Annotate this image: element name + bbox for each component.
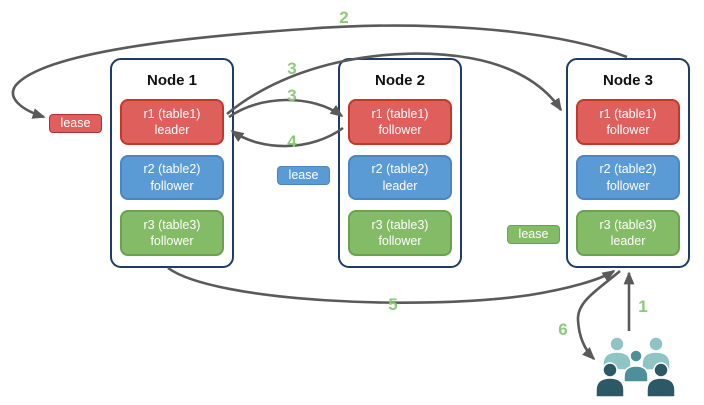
range-role: follower xyxy=(150,178,194,193)
range-role: leader xyxy=(382,178,418,193)
range-r2-table2: r2 (table2) follower xyxy=(576,154,680,201)
lease-badge-table1: lease xyxy=(49,114,102,133)
node-1-box: Node 1 r1 (table1) leader r2 (table2) fo… xyxy=(110,58,234,268)
step-label-1: 1 xyxy=(638,297,648,316)
step-label-3a: 3 xyxy=(287,59,297,78)
step-label-5: 5 xyxy=(388,295,398,314)
step-label-3b: 3 xyxy=(287,86,297,105)
range-r2-table2: r2 (table2) leader xyxy=(348,154,452,201)
range-r1-table1: r1 (table1) follower xyxy=(576,99,680,145)
range-name: r2 (table2) xyxy=(143,162,201,177)
range-r3-table3: r3 (table3) follower xyxy=(348,210,452,257)
node-3-box: Node 3 r1 (table1) follower r2 (table2) … xyxy=(566,58,690,268)
node-title: Node 1 xyxy=(146,72,197,89)
step-label-4: 4 xyxy=(287,132,297,151)
range-name: r2 (table2) xyxy=(371,162,429,177)
lease-badge-table3: lease xyxy=(507,225,560,244)
range-role: leader xyxy=(610,234,646,249)
arrow-step-6-node3-to-users xyxy=(576,270,621,361)
step-label-6: 6 xyxy=(558,320,568,339)
node-2-box: Node 2 r1 (table1) follower r2 (table2) … xyxy=(338,58,462,268)
users-group-icon xyxy=(595,336,676,398)
range-r1-table1: r1 (table1) follower xyxy=(348,99,452,145)
range-role: follower xyxy=(606,122,650,137)
range-role: follower xyxy=(378,234,422,249)
lease-badge-table2: lease xyxy=(277,166,330,185)
range-name: r2 (table2) xyxy=(599,162,657,177)
range-name: r1 (table1) xyxy=(143,106,201,121)
range-name: r1 (table1) xyxy=(371,106,429,121)
range-name: r1 (table1) xyxy=(599,106,657,121)
node-title: Node 2 xyxy=(374,72,425,89)
step-label-2: 2 xyxy=(339,8,349,27)
range-role: leader xyxy=(154,122,190,137)
range-r3-table3: r3 (table3) leader xyxy=(576,210,680,257)
arrow-step-2-node3-to-lease xyxy=(11,24,628,119)
range-name: r3 (table3) xyxy=(599,217,657,232)
range-role: follower xyxy=(606,178,650,193)
range-name: r3 (table3) xyxy=(371,217,429,232)
range-r2-table2: r2 (table2) follower xyxy=(120,154,224,201)
range-r1-table1: r1 (table1) leader xyxy=(120,99,224,145)
range-role: follower xyxy=(150,234,194,249)
range-role: follower xyxy=(378,122,422,137)
range-name: r3 (table3) xyxy=(143,217,201,232)
arrow-step-3-leader-to-node2 xyxy=(228,98,344,119)
node-title: Node 3 xyxy=(602,72,653,89)
range-r3-table3: r3 (table3) follower xyxy=(120,210,224,257)
